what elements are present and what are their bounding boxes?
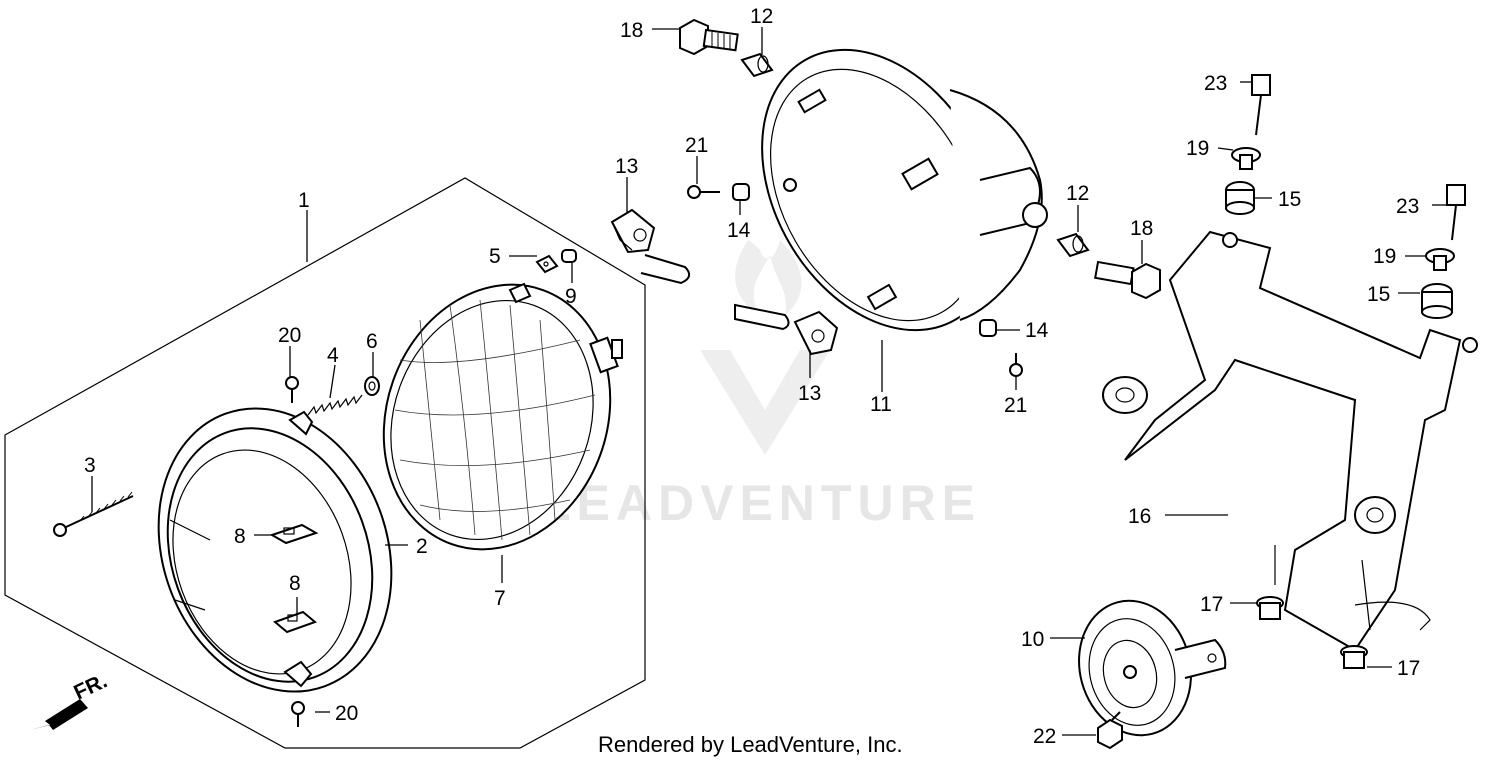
callout-6: 6 xyxy=(366,330,378,353)
bolt-18-lower xyxy=(1094,260,1161,300)
headlight-case-11 xyxy=(761,48,1048,332)
nut-6 xyxy=(364,376,380,396)
callout-20-lower: 20 xyxy=(335,702,358,725)
callout-11: 11 xyxy=(870,393,892,416)
screw-3 xyxy=(53,491,134,537)
screw-20-upper xyxy=(285,376,299,403)
callout-22: 22 xyxy=(1033,725,1056,748)
screw-20-lower xyxy=(291,701,305,727)
callout-2: 2 xyxy=(416,535,428,558)
callout-21-lower: 21 xyxy=(1004,394,1027,417)
callout-17-upper: 17 xyxy=(1200,593,1223,616)
watermark-logo xyxy=(700,240,830,455)
callout-17-lower: 17 xyxy=(1397,657,1420,680)
collar-12-upper xyxy=(740,52,774,78)
callout-23-lower: 23 xyxy=(1396,195,1419,218)
rendered-by-footer: Rendered by LeadVenture, Inc. xyxy=(598,732,903,757)
washer-19-lower xyxy=(1425,248,1455,271)
connector-13-upper xyxy=(610,208,691,285)
screw-21-lower xyxy=(1009,353,1023,377)
callout-12-upper: 12 xyxy=(750,5,773,28)
washer-19-upper xyxy=(1231,147,1261,170)
callout-18-lower: 18 xyxy=(1130,217,1153,240)
callout-7: 7 xyxy=(494,587,506,610)
grommet-15-upper xyxy=(1225,181,1255,215)
callout-23-upper: 23 xyxy=(1204,72,1227,95)
callout-8-lower: 8 xyxy=(289,572,301,595)
callout-15-upper: 15 xyxy=(1278,188,1301,211)
horn-10 xyxy=(1078,599,1227,737)
callout-15-lower: 15 xyxy=(1367,283,1390,306)
collar-12-lower xyxy=(1056,232,1090,258)
headlight-rim-2 xyxy=(157,407,393,693)
callout-13-upper: 13 xyxy=(615,155,638,178)
callout-19-upper: 19 xyxy=(1186,137,1209,160)
clip-8-lower xyxy=(273,610,317,634)
bolt-23-upper xyxy=(1251,74,1271,136)
grommet-14-lower xyxy=(979,319,997,337)
front-direction-arrow-icon xyxy=(30,699,88,730)
leader-lines xyxy=(91,27,1447,736)
callout-14-upper: 14 xyxy=(727,219,751,242)
sealed-beam-7 xyxy=(382,282,623,551)
headlight-stay-16 xyxy=(1102,230,1478,652)
callout-20-upper: 20 xyxy=(278,324,301,347)
nut-5 xyxy=(535,254,559,274)
callout-14-lower: 14 xyxy=(1025,319,1049,342)
callout-8-upper: 8 xyxy=(234,525,246,548)
bolt-23-lower xyxy=(1446,184,1466,241)
callout-18-upper: 18 xyxy=(620,19,643,42)
front-direction-label: FR. xyxy=(70,669,110,704)
clip-8-upper xyxy=(269,523,319,545)
bolt-22 xyxy=(1097,711,1123,750)
spring-4 xyxy=(307,394,363,416)
grommet-15-lower xyxy=(1421,283,1453,319)
callout-19-lower: 19 xyxy=(1373,245,1396,268)
bolt-18-upper xyxy=(679,18,739,56)
screw-21-upper xyxy=(687,185,720,199)
nut-17-upper xyxy=(1256,596,1284,620)
callout-1: 1 xyxy=(298,189,310,212)
callout-4: 4 xyxy=(327,344,339,367)
callout-13-lower: 13 xyxy=(798,382,821,405)
nut-17-lower xyxy=(1340,645,1368,669)
collar-9 xyxy=(561,249,577,263)
watermark-text: LEADVENTURE xyxy=(540,475,981,531)
callout-21-upper: 21 xyxy=(685,134,708,157)
callout-10: 10 xyxy=(1021,628,1044,651)
callout-3: 3 xyxy=(84,454,96,477)
callout-9: 9 xyxy=(565,285,577,308)
grommet-14-upper xyxy=(732,183,750,201)
connector-13-lower xyxy=(734,303,839,356)
callout-5: 5 xyxy=(489,245,501,268)
callout-16: 16 xyxy=(1128,505,1151,528)
assembly-outline xyxy=(4,177,646,749)
callout-12-lower: 12 xyxy=(1066,182,1089,205)
